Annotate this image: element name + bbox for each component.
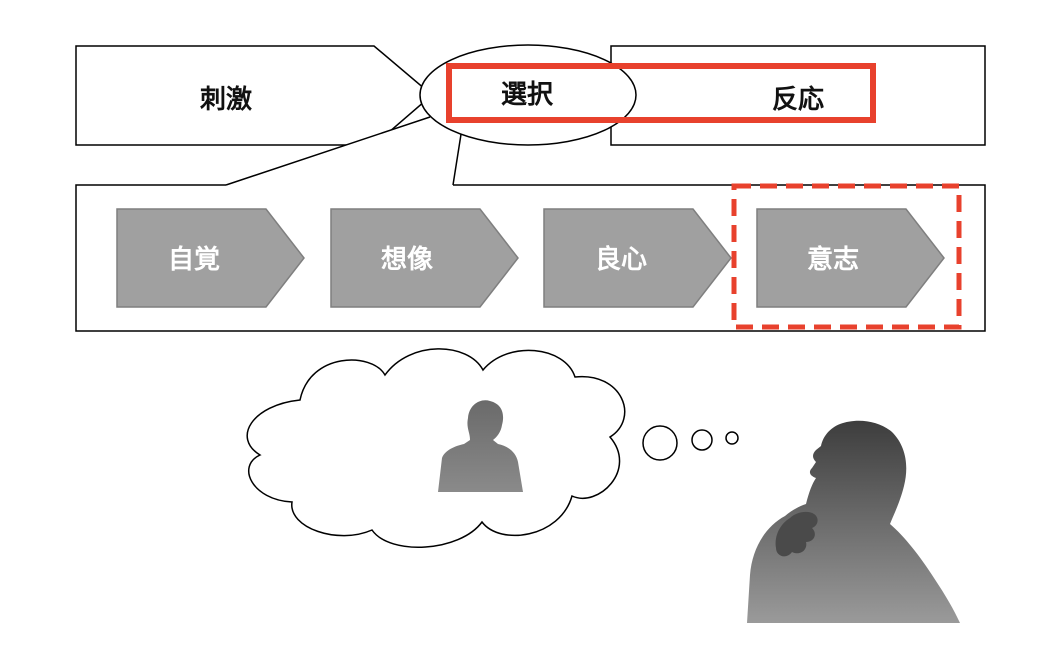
faculty-imagination: 想像	[330, 208, 519, 308]
response-box	[610, 45, 986, 146]
thought-dot-small	[725, 431, 739, 445]
faculty-chevron	[330, 208, 519, 308]
faculty-chevron	[543, 208, 732, 308]
faculty-chevron	[116, 208, 305, 308]
faculty-label: 自覚	[168, 244, 220, 275]
faculty-conscience: 良心	[543, 208, 732, 308]
thinking-person-silhouette-icon	[747, 420, 960, 623]
faculty-self-awareness: 自覚	[116, 208, 305, 308]
choice-response-highlight	[446, 63, 876, 123]
response-label: 反応	[772, 84, 824, 115]
faculty-label: 良心	[595, 244, 647, 275]
will-highlight-dashed	[731, 183, 962, 330]
stimulus-label: 刺激	[200, 84, 252, 115]
faculty-independent-will: 意志	[756, 208, 945, 308]
choice-label: 選択	[501, 80, 554, 110]
stimulus-response-flow: 刺激 選択 反応	[75, 44, 986, 186]
thought-dot-large	[642, 425, 678, 461]
thought-dot-medium	[691, 429, 713, 451]
faculties-panel: 自覚 想像 良心 意志	[75, 183, 986, 332]
faculty-label: 意志	[807, 244, 859, 275]
faculty-chevron	[756, 208, 945, 308]
choice-callout-connector	[226, 117, 462, 185]
person-silhouette-icon	[438, 400, 523, 492]
stimulus-arrow	[75, 45, 434, 146]
thought-bubble	[246, 348, 739, 548]
thought-cloud	[246, 348, 626, 548]
faculty-label: 想像	[381, 245, 434, 275]
